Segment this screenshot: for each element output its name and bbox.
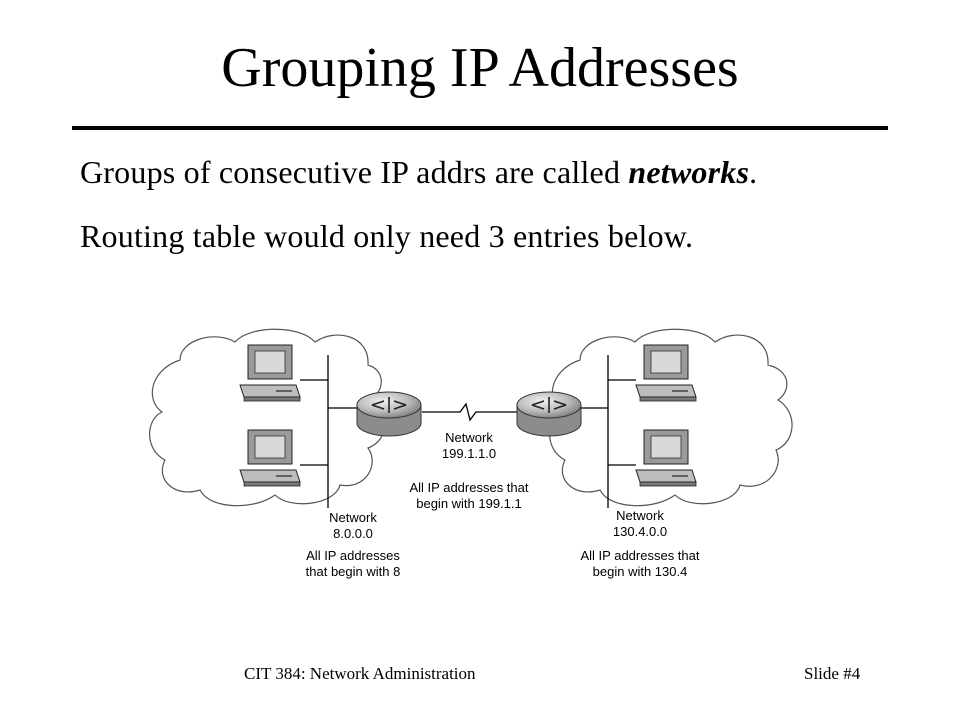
footer-course: CIT 384: Network Administration	[244, 664, 476, 683]
line1-period: .	[749, 154, 758, 190]
right-computer-2-icon	[635, 429, 697, 487]
left-network-label: Network	[329, 510, 377, 525]
right-network-label: Network	[616, 508, 664, 523]
serial-link-icon	[422, 402, 518, 422]
middle-network-label: Network	[445, 430, 493, 445]
middle-network-address: 199.1.1.0	[442, 446, 496, 461]
network-diagram: Network 199.1.1.0 All IP addresses that …	[140, 320, 800, 610]
right-network-desc-1: All IP addresses that	[581, 548, 700, 563]
right-computer-1-icon	[635, 344, 697, 402]
slide-title: Grouping IP Addresses	[221, 37, 739, 99]
left-network-desc-1: All IP addresses	[306, 548, 400, 563]
middle-network-desc-2: begin with 199.1.1	[416, 496, 522, 511]
left-router-icon	[356, 391, 422, 437]
left-cloud-icon	[149, 328, 386, 507]
right-network-desc-2: begin with 130.4	[593, 564, 688, 579]
right-network-address: 130.4.0.0	[613, 524, 667, 539]
bullet-line-1: Groups of consecutive IP addrs are calle…	[80, 154, 757, 191]
right-cloud-icon	[549, 328, 793, 507]
left-network-desc-2: that begin with 8	[306, 564, 401, 579]
bullet-line-2: Routing table would only need 3 entries …	[80, 218, 694, 254]
middle-network-desc-1: All IP addresses that	[410, 480, 529, 495]
title-divider	[72, 126, 888, 130]
footer-slide-number: Slide #4	[804, 664, 861, 683]
left-network-address: 8.0.0.0	[333, 526, 373, 541]
left-computer-2-icon	[239, 429, 301, 487]
right-router-icon	[516, 391, 582, 437]
line1-text: Groups of consecutive IP addrs are calle…	[80, 154, 629, 190]
network-diagram-svg: Network 199.1.1.0 All IP addresses that …	[149, 328, 793, 579]
left-computer-1-icon	[239, 344, 301, 402]
networks-emphasis: networks	[628, 154, 750, 190]
